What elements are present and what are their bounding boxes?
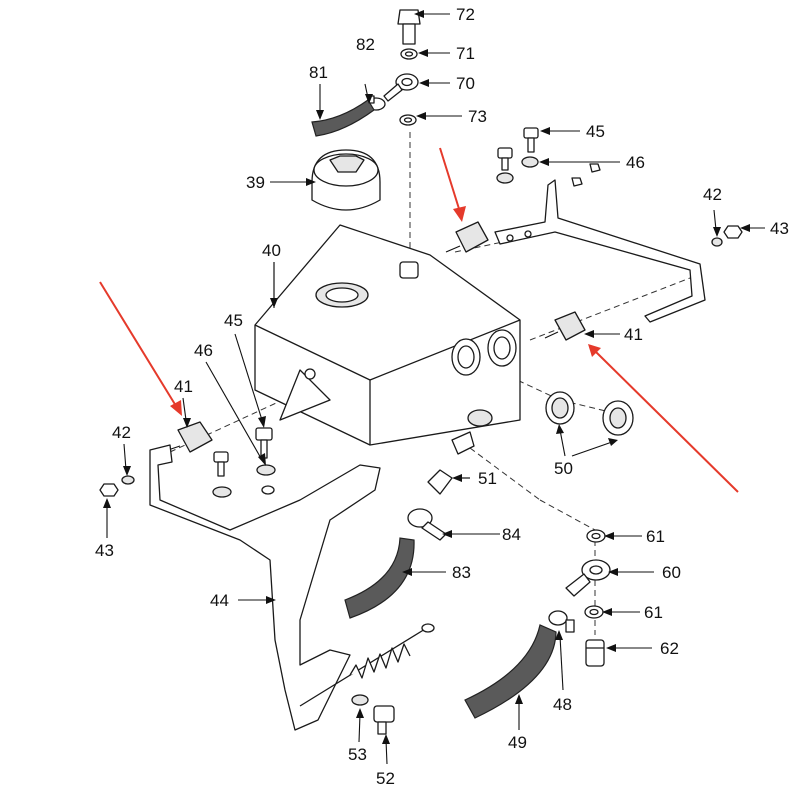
callout-48: 48 (553, 695, 572, 714)
callout-41-left: 41 (174, 377, 193, 396)
callout-44: 44 (210, 591, 229, 610)
callout-62: 62 (660, 639, 679, 658)
callout-51: 51 (478, 469, 497, 488)
washer-53 (351, 694, 369, 706)
callout-49: 49 (508, 733, 527, 752)
callout-61-upper: 61 (646, 527, 665, 546)
banjo-fitting-70 (383, 73, 419, 102)
callout-45-right: 45 (586, 122, 605, 141)
mounting-bracket-right (494, 179, 706, 323)
hose-83 (344, 537, 415, 619)
rubber-mount-41-top (445, 221, 489, 253)
nut-42-left (121, 475, 135, 485)
rubber-mount-41-left (167, 421, 213, 453)
red-arrow-right (588, 344, 739, 493)
washer-46-left (212, 464, 276, 498)
bolt-45-left (213, 427, 273, 477)
hose-barb-51 (427, 469, 470, 495)
callout-61-lower: 61 (644, 603, 663, 622)
washer-73 (399, 114, 417, 126)
callout-46-right: 46 (626, 153, 645, 172)
bolt-52 (373, 705, 395, 735)
spring-rod (299, 623, 435, 707)
nut-42-right (711, 237, 723, 247)
bracket-44 (149, 444, 381, 731)
nut-43-left (99, 483, 119, 497)
callout-81: 81 (309, 63, 328, 82)
callout-39: 39 (246, 173, 265, 192)
callout-84: 84 (502, 525, 521, 544)
elbow-fitting (451, 409, 493, 455)
callout-leaders (103, 10, 765, 765)
washer-61-lower (584, 605, 604, 619)
washer-46-right (496, 156, 601, 187)
callout-labels: 72 71 82 81 70 73 45 46 39 42 43 40 41 4… (95, 5, 789, 788)
callout-41-right: 41 (624, 325, 643, 344)
callout-70: 70 (456, 74, 475, 93)
red-arrow-top (439, 147, 466, 222)
hose-clamp-48 (548, 610, 575, 633)
callout-45-left: 45 (224, 311, 243, 330)
callout-60: 60 (662, 563, 681, 582)
nut-43-right (723, 225, 743, 239)
elbow-84 (407, 508, 447, 541)
callout-52: 52 (376, 769, 395, 788)
hose-49 (464, 624, 557, 719)
callout-82: 82 (356, 35, 375, 54)
callout-46-left: 46 (194, 341, 213, 360)
callout-42-left: 42 (112, 423, 131, 442)
callout-83: 83 (452, 563, 471, 582)
callout-50: 50 (554, 459, 573, 478)
callout-71: 71 (456, 44, 475, 63)
filler-cap-39 (270, 149, 381, 211)
callout-72: 72 (456, 5, 475, 24)
callout-53: 53 (348, 745, 367, 764)
banjo-bolt-72 (397, 9, 450, 45)
callout-42-right: 42 (703, 185, 722, 204)
plug-50-b (602, 400, 634, 436)
callout-43-right: 43 (770, 219, 789, 238)
rubber-mount-41-right (544, 311, 586, 341)
callout-40: 40 (262, 241, 281, 260)
fuel-tank-40 (254, 224, 521, 446)
washer-61-upper (586, 529, 606, 543)
banjo-fitting-60 (565, 559, 611, 597)
hose-81 (311, 99, 375, 137)
callout-73: 73 (468, 107, 487, 126)
plug-50-a (545, 391, 575, 425)
bolt-45-right (497, 127, 539, 171)
red-arrow-left (99, 281, 182, 416)
callout-43-left: 43 (95, 541, 114, 560)
washer-71 (400, 48, 418, 60)
banjo-bolt-62 (585, 639, 605, 667)
